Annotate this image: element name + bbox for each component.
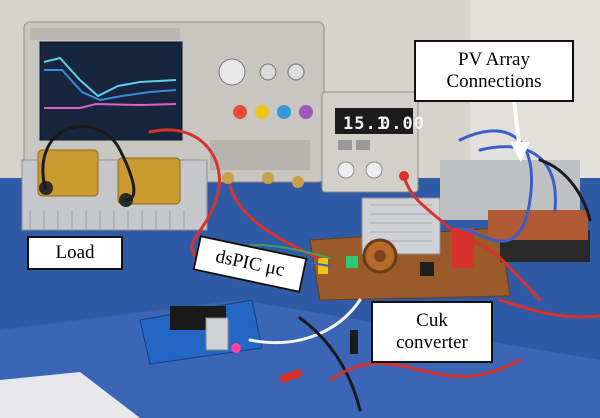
scope-bnc (262, 172, 274, 184)
wire-white (248, 298, 362, 345)
ps-knob (337, 161, 355, 179)
cuk-led (346, 256, 358, 268)
scope-button-red (233, 105, 247, 119)
power-supply-display (335, 108, 413, 134)
cuk-terminal-red (452, 228, 474, 268)
load-label: Load (27, 236, 123, 270)
pv-arrow-head (510, 142, 530, 162)
wires (41, 125, 600, 412)
heatsink-fins (29, 210, 185, 230)
oscilloscope-top-strip (30, 28, 180, 40)
cuk-converter-label: Cuk converter (371, 301, 493, 363)
scope-knob (287, 63, 305, 81)
dspic-led (231, 343, 241, 353)
alligator-clip-red (279, 368, 303, 384)
cuk-capacitor (420, 262, 434, 276)
wire-blue (458, 129, 533, 243)
load-label-text: Load (55, 242, 95, 264)
scope-button-yellow (255, 105, 269, 119)
wire-blue (478, 145, 557, 212)
pv-array-label-line1: PV Array (458, 49, 530, 71)
scope-knob (259, 63, 277, 81)
wire-black (41, 125, 136, 202)
scope-bnc (292, 176, 304, 188)
cuk-inductor-core (374, 250, 386, 262)
cuk-connector-yellow (318, 258, 328, 274)
power-supply-voltage-readout: 15.1 (343, 114, 388, 134)
wire-red (498, 298, 600, 319)
load-resistor-left (37, 149, 99, 197)
scope-knob-large (218, 58, 246, 86)
pv-copper-strip (488, 210, 588, 240)
wire-red (148, 128, 221, 264)
wire-red (402, 174, 454, 232)
wire-red (328, 358, 522, 382)
cuk-converter-label-line2: converter (396, 332, 468, 353)
wire-black (298, 316, 362, 412)
power-supply-current-readout: 0.00 (380, 114, 425, 134)
cuk-converter-label-line1: Cuk (416, 310, 448, 332)
floor-corner (0, 372, 140, 418)
pv-array-label-line2: Connections (446, 71, 542, 92)
ps-button (356, 140, 370, 150)
scope-trace-magenta (44, 102, 177, 109)
probe-black (350, 330, 358, 354)
wire-red (468, 238, 542, 302)
pv-array-label: PV Array Connections (414, 40, 574, 102)
dspic-regulator (205, 317, 229, 351)
wire-black (538, 158, 592, 222)
cuk-heatsink-fins (370, 204, 432, 242)
ps-knob (365, 161, 383, 179)
scope-trace-cyan (43, 56, 177, 98)
scope-input-panel (210, 140, 310, 170)
ps-button (338, 140, 352, 150)
scope-trace-blue (44, 69, 177, 102)
scope-button-blue (277, 105, 291, 119)
dspic-label-text: dsPIC μc (213, 246, 287, 282)
scope-button-purple (299, 105, 313, 119)
scope-bnc (222, 172, 234, 184)
